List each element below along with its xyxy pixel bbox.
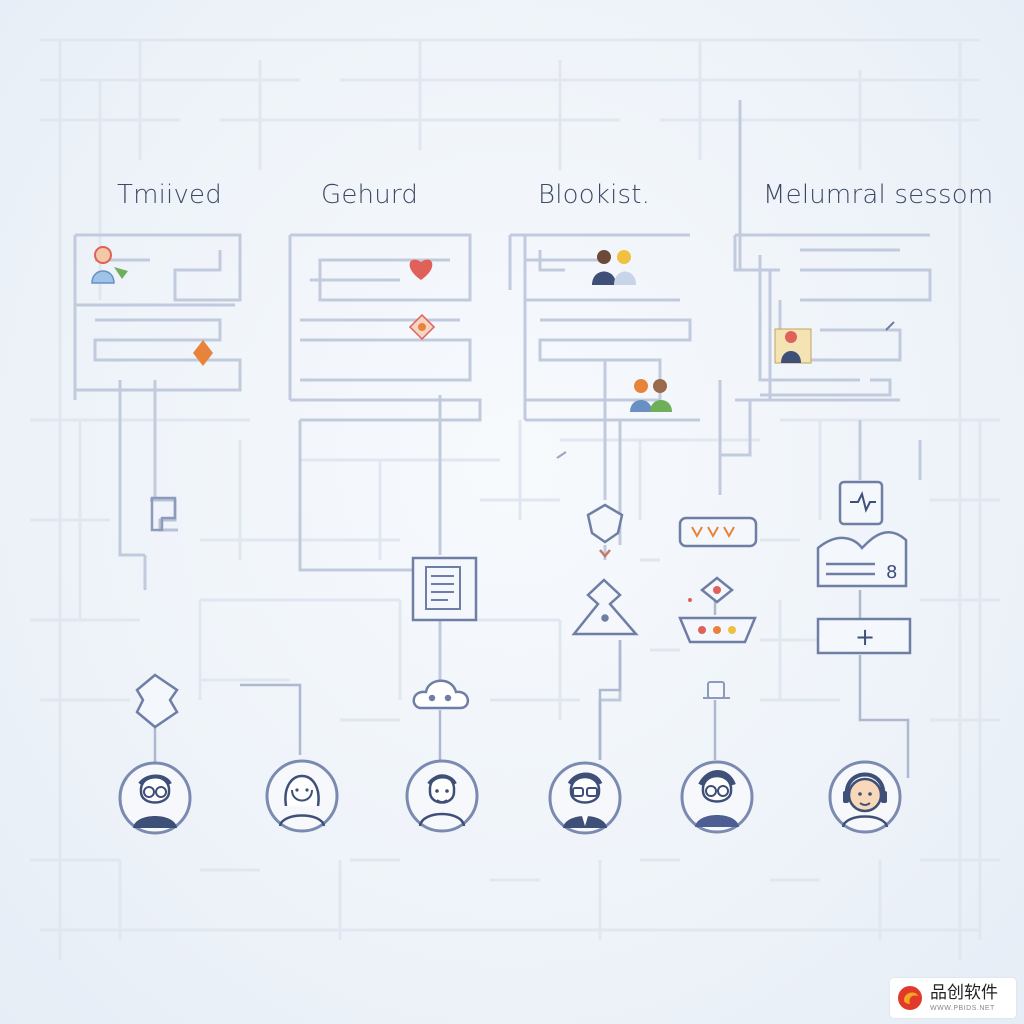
avatar-2[interactable] [265,759,339,833]
person-icon [91,246,128,284]
column-4-block [718,100,932,495]
badge-icon [408,313,436,341]
avatar-3[interactable] [405,759,479,833]
avatar-4[interactable] [548,761,622,835]
plus-label: + [855,623,875,651]
tray-icon[interactable] [678,616,757,644]
lock-icon[interactable] [703,681,730,699]
maze-background [30,38,1000,960]
heart-icon [409,259,433,280]
funnel-icon[interactable] [571,578,639,636]
avatar-6[interactable] [828,760,902,834]
chat-icon[interactable]: 8 [816,480,908,588]
eye-icon[interactable] [688,576,735,604]
column-title-1: Tmiived [117,180,222,210]
column-title-4: Melumral sessom [763,180,994,210]
hexagon-node[interactable] [135,673,179,729]
column-3-block [508,233,700,760]
presenter-icon [774,328,812,364]
cloud-icon[interactable] [412,679,469,710]
shield-icon[interactable] [586,503,624,558]
watermark-subtext: WWW.PBIDS.NET [930,1004,995,1012]
book-number: 8 [886,562,897,583]
plus-button[interactable]: + [816,617,912,655]
avatar-5[interactable] [680,760,754,834]
column-1-block [73,233,242,590]
document-icon[interactable] [411,556,478,622]
bookmark-node [150,496,177,532]
diamond-icon [193,340,213,366]
team-icon [592,250,636,285]
sparkle-icon [556,321,895,459]
connectors [153,590,910,778]
watermark-logo-icon [898,986,922,1010]
rating-box[interactable] [678,516,758,548]
watermark: 品创软件 WWW.PBIDS.NET [890,978,1016,1018]
column-title-2: Gehurd [321,180,419,210]
couple-icon [630,379,672,412]
column-2-block [288,233,482,680]
watermark-text: 品创软件 [930,982,998,1003]
column-title-3: Blookist. [538,180,651,210]
avatar-1[interactable] [118,761,192,835]
